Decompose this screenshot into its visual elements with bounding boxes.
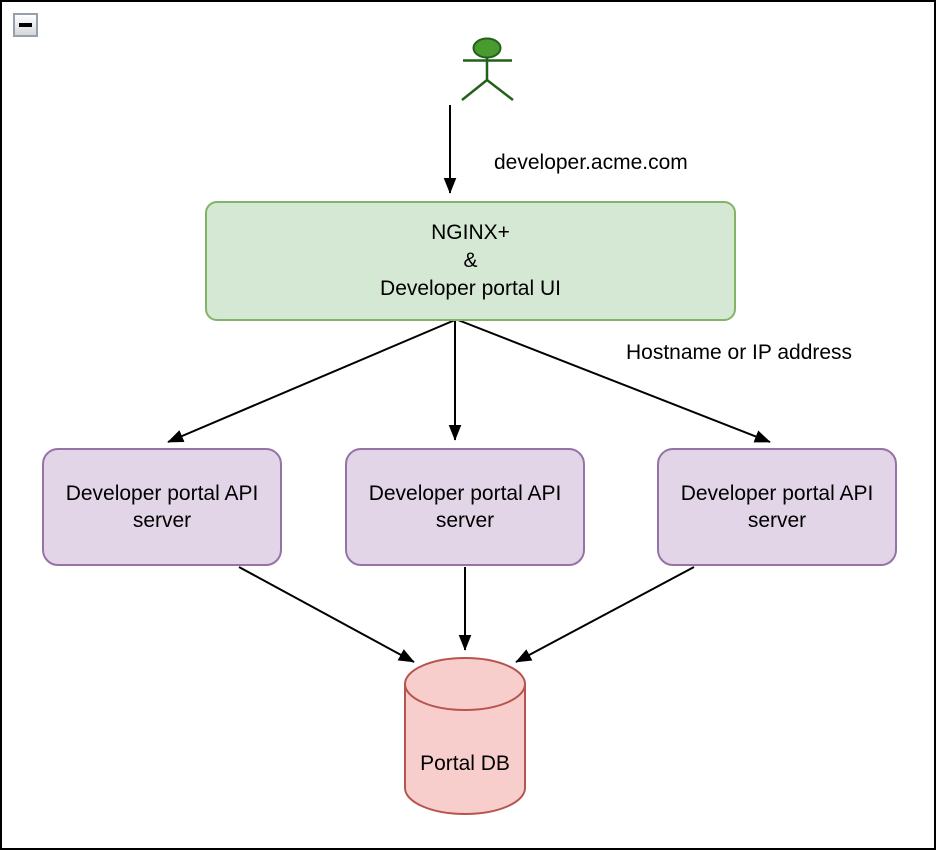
api-server-label-line: Developer portal API (368, 482, 562, 505)
arrow-gateway-to-api-3 (457, 319, 771, 443)
arrow-gateway-to-api-1 (167, 319, 456, 443)
api-server-label-line: Developer portal API (680, 482, 874, 505)
api-server-node-3: Developer portal API server (657, 448, 897, 566)
api-server-label-line: server (132, 509, 192, 532)
gateway-node: NGINX+ & Developer portal UI (205, 201, 736, 321)
domain-label: developer.acme.com (494, 151, 688, 174)
collapse-button[interactable] (13, 13, 38, 37)
api-server-label-line: Developer portal API (65, 482, 259, 505)
database-cylinder-shape (404, 657, 526, 815)
api-server-node-1: Developer portal API server (42, 448, 282, 566)
api-server-label-line: server (747, 509, 807, 532)
hostname-label: Hostname or IP address (626, 341, 853, 364)
minus-icon (19, 23, 32, 27)
arrow-api-3-to-db (515, 566, 695, 663)
gateway-label-line: NGINX+ (431, 221, 510, 244)
gateway-label-line: Developer portal UI (380, 277, 561, 300)
gateway-label-line: & (463, 249, 478, 272)
database-label: Portal DB (420, 752, 510, 775)
arrow-api-1-to-db (238, 566, 415, 663)
user-actor-icon (461, 37, 514, 101)
api-server-label-line: server (435, 509, 495, 532)
api-server-node-2: Developer portal API server (345, 448, 585, 566)
